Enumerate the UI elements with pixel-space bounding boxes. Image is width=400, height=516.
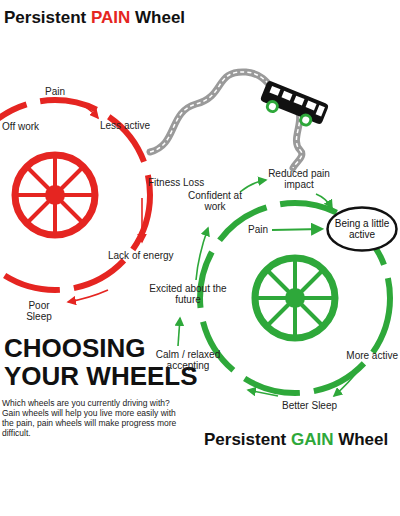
cycle-label: Less active [100,120,162,131]
cycle-label: Pain [35,86,75,97]
node-text: Being a little active [332,218,392,240]
pain-cycle-arrow [68,290,108,302]
cycle-label: Better Sleep [282,400,352,411]
cycle-label: Poor Sleep [22,300,56,322]
cycle-label: Lack of energy [108,250,190,261]
wheel-heading: Persistent PAIN Wheel [4,8,185,28]
gain-cycle-arrow [248,390,278,396]
heading-word: Wheel [338,430,388,449]
bus [258,80,330,131]
pain-cycle-arrow [141,198,143,242]
cycle-label: Pain [248,224,274,235]
node-text-wrap: Being a little active [326,206,398,252]
gain-cycle-arrow [178,318,180,346]
cycle-label: Reduced pain impact [262,168,336,190]
cycle-label: Excited about the future [146,283,230,305]
heading-word: Wheel [135,8,185,27]
heading-word: GAIN [291,430,334,449]
cycle-label: Fitness Loss [148,177,212,188]
cycle-label: Off work [2,121,52,132]
cycle-label: Confident at work [186,190,244,212]
gain-cycle-arrow [272,229,322,230]
heading-word: PAIN [91,8,130,27]
pain-cycle-arrow [72,100,98,118]
gain-cycle-arrow [196,228,208,280]
gain-wheel [255,258,335,338]
callout-ellipse: Being a little active [326,206,398,252]
caption-text: Which wheels are you currently driving w… [2,398,180,438]
heading-word: Persistent [204,430,286,449]
gain-cycle-arrow [316,194,332,208]
cycle-label: Calm / relaxed accepting [146,349,230,371]
gain-cycle-arrow [334,366,362,396]
heading-word: Persistent [4,8,86,27]
gain-cycle-arrow [240,180,266,192]
cycle-label: More active [336,350,398,361]
wheel-heading: Persistent GAIN Wheel [204,430,388,450]
pain-wheel [15,155,95,235]
